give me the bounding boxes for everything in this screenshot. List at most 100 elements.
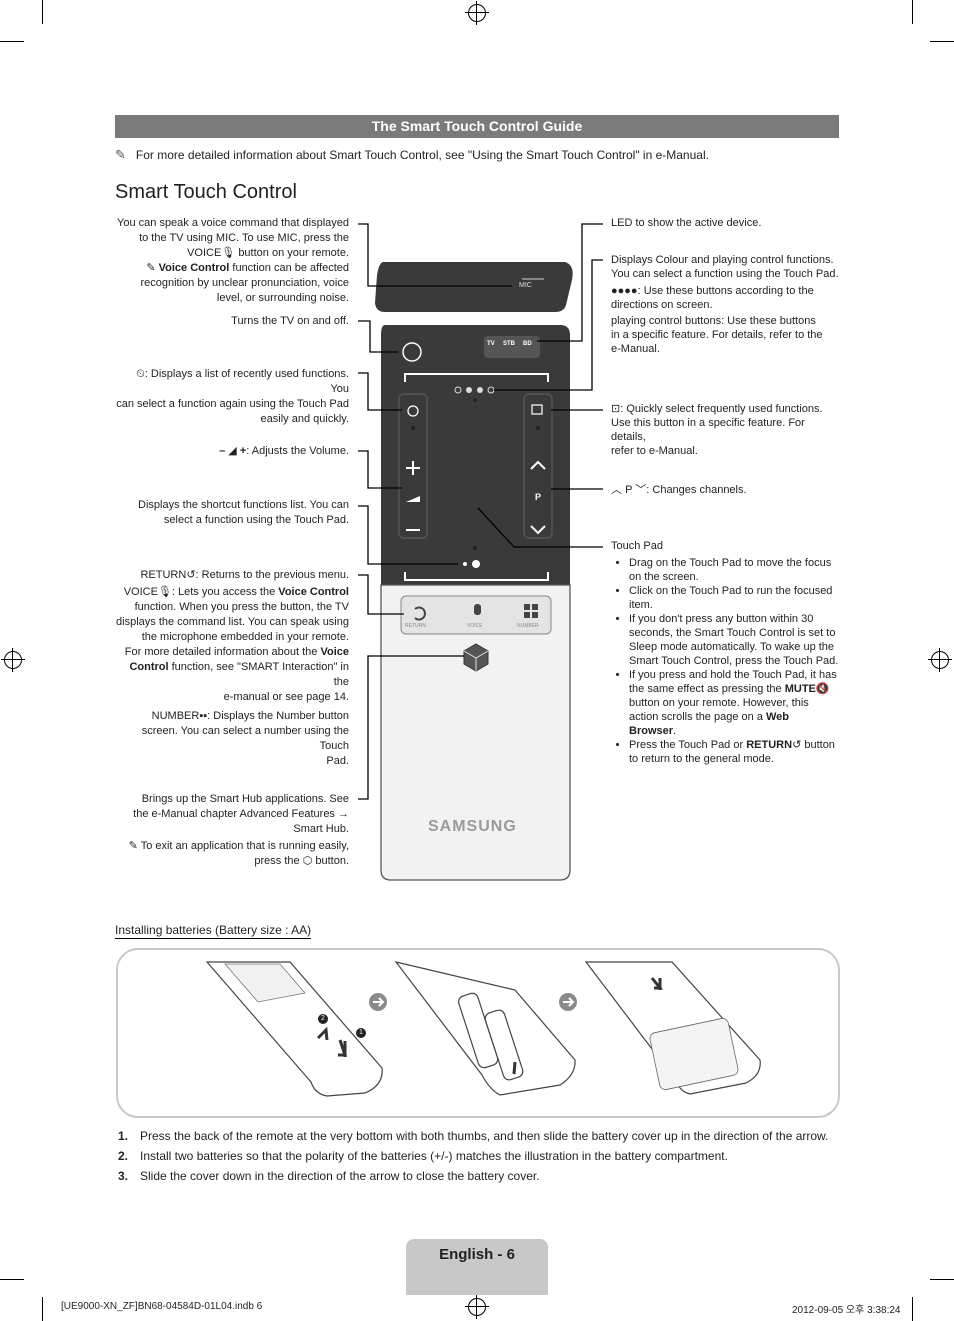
text-span: : Changes channels. [646, 484, 747, 496]
text-line: You can speak a voice command that displ… [117, 217, 349, 229]
colour-buttons-icon: ●●●● [611, 285, 638, 297]
bold-term: Control [129, 661, 169, 673]
bold-term: Web Browser [629, 711, 790, 737]
step-badge: 2 [318, 1014, 328, 1024]
bold-term: MUTE [784, 683, 816, 695]
text-span: : Use these buttons according to the [637, 285, 814, 297]
page-number: English - 6 [439, 1246, 515, 1263]
number-key-label: NUMBER [151, 710, 200, 722]
text-line: Brings up the Smart Hub applications. Se… [141, 793, 349, 805]
pencil-note-icon: ✎ [128, 840, 138, 852]
volume-annotation: – ◢ +: Adjusts the Volume. [115, 444, 349, 459]
voice-annotation: You can speak a voice command that displ… [115, 216, 349, 306]
remote-body-dark [381, 325, 570, 585]
battery-illustration [205, 961, 761, 1097]
text-span: function can be affected [232, 262, 349, 274]
text-line: select a function using the Touch Pad. [163, 514, 349, 526]
list-item: If you press and hold the Touch Pad, it … [629, 668, 839, 738]
text-span: . [673, 725, 677, 737]
list-item: 3. Slide the cover down in the direction … [115, 1169, 840, 1189]
mic-icon: 🎙 [157, 586, 172, 598]
list-item: 2.Install two batteries so that the pola… [115, 1149, 840, 1169]
text-span: To exit an application that is running e… [140, 840, 349, 852]
footer-file: [UE9000-XN_ZF]BN68-04584D-01L04.indb 6 [61, 1301, 263, 1312]
device-selector [484, 336, 540, 358]
step-text: Press the back of the remote at the very… [140, 1129, 829, 1143]
text-line: refer to e-Manual. [611, 445, 698, 457]
text-line: press the ⬡ button. [115, 854, 349, 869]
crop-mark [930, 41, 954, 42]
text-line: to the TV using MIC. To use MIC, press t… [139, 232, 349, 244]
section-header-bar: The Smart Touch Control Guide [115, 115, 839, 138]
volume-ramp-icon: ◢ [228, 445, 237, 457]
text-span: button to return to the general mode. [629, 739, 835, 765]
channel-p-label: P [625, 484, 633, 496]
list-item: Drag on the Touch Pad to move the focus … [629, 556, 839, 584]
text-span: For more detailed information about the [124, 646, 318, 658]
stb-button[interactable]: STB [503, 341, 515, 347]
text-span: : Adjusts the Volume. [246, 445, 349, 457]
favorite-icon: ⊡ [611, 403, 621, 415]
text-line: Displays Colour and playing control func… [611, 254, 834, 266]
tv-button[interactable]: TV [487, 341, 495, 347]
intro-note-text: For more detailed information about Smar… [135, 148, 709, 162]
text-line: the microphone embedded in your remote. [141, 631, 349, 643]
list-item: Click on the Touch Pad to run the focuse… [629, 584, 839, 612]
voice-button-label: VOICE [467, 623, 483, 629]
page-title: Smart Touch Control [115, 181, 297, 203]
text-line: displays the command list. You can speak… [116, 616, 349, 628]
mute-icon: 🔇 [815, 683, 830, 695]
remote-illustration [358, 223, 603, 881]
step-number: 1. [118, 1129, 129, 1143]
text-line: Pad. [326, 755, 349, 767]
step-text: Slide the cover down in the direction of… [140, 1169, 540, 1183]
pencil-note-icon: ✎ [115, 147, 126, 162]
step-number: 3. [118, 1169, 129, 1183]
battery-caption: Installing batteries (Battery size : AA) [115, 923, 312, 939]
text-line: Use this button in a specific feature. F… [611, 417, 805, 443]
crop-mark [42, 0, 43, 24]
text-line: Smart Hub. [293, 823, 349, 835]
favorite-icon [531, 404, 543, 415]
channel-p-label: P [535, 492, 542, 502]
crop-mark [0, 1279, 24, 1280]
shortcut-annotation: Displays the shortcut functions list. Yo… [115, 498, 349, 528]
text-line: RETURN↺: Returns to the previous menu. [115, 568, 349, 583]
channel-annotation: ︿ P ﹀: Changes channels. [611, 483, 747, 497]
text-line: the e-Manual chapter Advanced Features → [133, 808, 349, 820]
text-line: in a specific feature. For details, refe… [611, 329, 823, 341]
colour-annotation: Displays Colour and playing control func… [611, 253, 841, 356]
mic-icon: 🎙 [221, 247, 236, 259]
intro-note: ✎ For more detailed information about Sm… [115, 147, 709, 163]
text-line: screen. You can select a number using th… [141, 725, 349, 752]
touchpad-list: Drag on the Touch Pad to move the focus … [611, 556, 839, 766]
bd-button[interactable]: BD [523, 341, 532, 347]
text-line: function. When you press the button, the… [134, 601, 349, 613]
text-line: e-manual or see page 14. [223, 691, 349, 703]
mic-icon [474, 604, 481, 615]
step-badge: 1 [356, 1028, 366, 1038]
power-annotation: Turns the TV on and off. [231, 315, 349, 327]
smarthub-cube-icon: ⬡ [302, 855, 313, 867]
samsung-logo: SAMSUNG [428, 818, 517, 835]
bold-term: Voice Control [278, 586, 349, 598]
footer-timestamp: 2012-09-05 오후 3:38:24 [792, 1305, 901, 1316]
volume-ramp-icon [406, 496, 420, 502]
text-span: function, see "SMART Interaction" in the [171, 661, 349, 688]
page-number-tab [406, 1239, 548, 1295]
pencil-note-icon: ✎ [146, 262, 156, 274]
battery-steps: 1. Press the back of the remote at the ve… [115, 1129, 840, 1189]
text-line: Displays the shortcut functions list. Yo… [138, 499, 349, 511]
text-line: e-Manual. [611, 343, 660, 355]
return-icon: ↺ [792, 739, 802, 751]
registration-mark-icon [1, 648, 25, 672]
number-grid-icon: ▪▪ [199, 710, 208, 722]
favorite-annotation: ⊡: Quickly select frequently used functi… [611, 402, 841, 458]
list-item: Press the Touch Pad or RETURN↺ button to… [629, 738, 839, 766]
text-line: easily and quickly. [260, 413, 349, 425]
touchpad-annotation: Touch Pad Drag on the Touch Pad to move … [611, 539, 839, 766]
text-line: ⏲: Displays a list of recently used func… [115, 367, 349, 397]
text-line: NUMBER▪▪: Displays the Number button [115, 709, 349, 724]
bold-term: Voice [320, 646, 349, 658]
text-line: can select a function again using the To… [116, 398, 349, 410]
